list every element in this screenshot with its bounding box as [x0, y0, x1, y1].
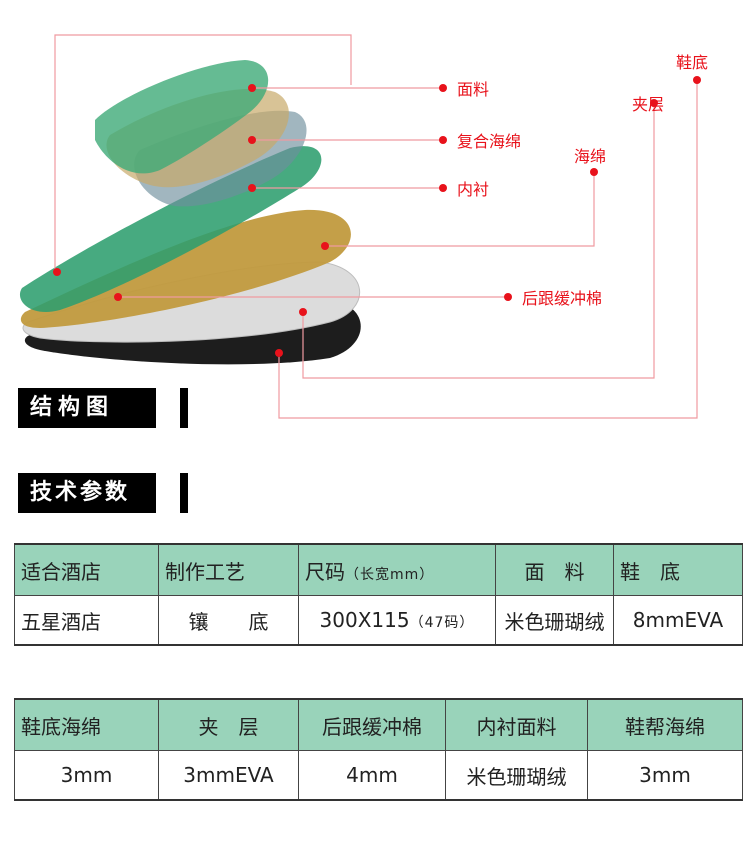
table-cell: 3mm — [14, 750, 159, 801]
table-cell: 夹 层 — [158, 698, 299, 751]
marker-dots — [53, 76, 701, 357]
table-cell: 3mm — [587, 750, 743, 801]
table-cell: 3mmEVA — [158, 750, 299, 801]
table-cell: 鞋帮海绵 — [587, 698, 743, 751]
label-mianliao: 面料 — [457, 80, 489, 99]
table-cell: 米色珊瑚绒 — [495, 595, 614, 646]
table-cell: 8mmEVA — [613, 595, 743, 646]
table-cell: 300X115（47码） — [298, 595, 496, 646]
table-cell: 鞋底海绵 — [14, 698, 159, 751]
table-cell: 后跟缓冲棉 — [298, 698, 446, 751]
layer-sponge-gold — [20, 209, 351, 328]
table-row: 适合酒店 制作工艺 尺码（长宽mm） 面 料 鞋 底 — [14, 543, 743, 596]
table-row: 3mm 3mmEVA 4mm 米色珊瑚绒 3mm — [14, 750, 743, 801]
table-cell: 米色珊瑚绒 — [445, 750, 588, 801]
label-houge-huanchongmian: 后跟缓冲棉 — [522, 289, 602, 308]
table-row: 五星酒店 镶 底 300X115（47码） 米色珊瑚绒 8mmEVA — [14, 595, 743, 646]
section-title-bar — [180, 473, 188, 513]
table-cell: 五星酒店 — [14, 595, 159, 646]
label-neichen: 内衬 — [457, 180, 489, 199]
table-cell: 内衬面料 — [445, 698, 588, 751]
spec-table-2: 鞋底海绵 夹 层 后跟缓冲棉 内衬面料 鞋帮海绵 3mm 3mmEVA 4mm … — [14, 698, 743, 801]
label-haimian: 海绵 — [574, 147, 606, 166]
section-title-structure: 结构图 — [18, 388, 156, 428]
label-xiedi: 鞋底 — [676, 53, 708, 72]
table-cell: 适合酒店 — [14, 543, 159, 596]
label-jiaceng: 夹层 — [632, 95, 664, 114]
spec-table-1: 适合酒店 制作工艺 尺码（长宽mm） 面 料 鞋 底 五星酒店 镶 底 300X… — [14, 543, 743, 646]
insole-structure-diagram: 面料 复合海绵 内衬 海绵 夹层 鞋底 后跟缓冲棉 — [19, 34, 708, 419]
table-cell: 鞋 底 — [613, 543, 743, 596]
leader-lines — [54, 34, 698, 419]
section-title-bar — [180, 388, 188, 428]
table-cell: 制作工艺 — [158, 543, 299, 596]
table-cell: 4mm — [298, 750, 446, 801]
layer-upper-green — [95, 60, 269, 174]
label-fuhe-haimian: 复合海绵 — [457, 132, 521, 151]
table-row: 鞋底海绵 夹 层 后跟缓冲棉 内衬面料 鞋帮海绵 — [14, 698, 743, 751]
table-cell: 尺码（长宽mm） — [298, 543, 496, 596]
table-cell: 面 料 — [495, 543, 614, 596]
table-cell: 镶 底 — [158, 595, 299, 646]
section-title-params: 技术参数 — [18, 473, 156, 513]
